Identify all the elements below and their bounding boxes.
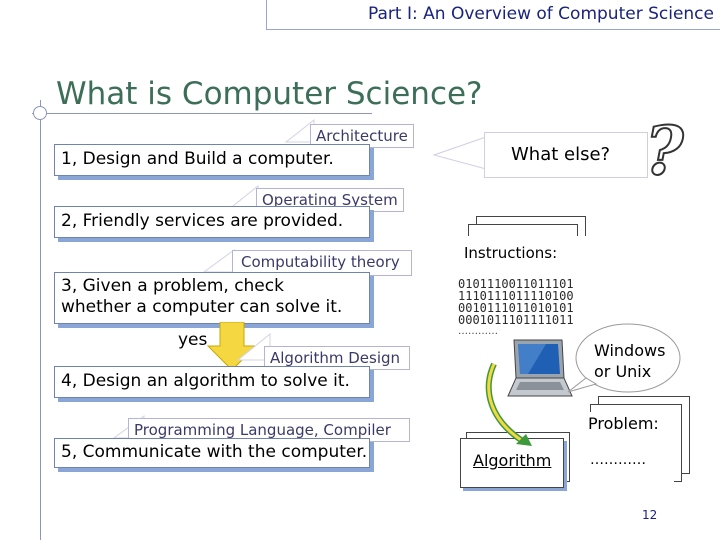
question-mark-icon: ? <box>644 112 685 190</box>
item-communicate: 5, Communicate with the computer. <box>54 438 370 468</box>
item-design-build: 1, Design and Build a computer. <box>54 144 370 176</box>
slide-header: Part I: An Overview of Computer Science <box>0 0 720 30</box>
callout-pointer <box>432 136 487 170</box>
instructions-label: Instructions: <box>464 244 558 262</box>
decorative-vertical-line <box>40 100 41 540</box>
item-computability-line1: 3, Given a problem, check <box>61 276 284 296</box>
decorative-horizontal-line <box>32 113 372 114</box>
header-divider <box>266 0 267 30</box>
binary-line-3: 0010111011010101 <box>458 301 574 315</box>
page-number: 12 <box>642 508 658 522</box>
what-else-callout: What else? <box>484 132 648 178</box>
curved-arrow-icon <box>485 362 532 446</box>
os-label-line1: Windows <box>594 341 666 360</box>
problem-doc: Problem: ………… <box>582 412 674 484</box>
os-label-line2: or Unix <box>594 362 652 381</box>
item-computability-line2: whether a computer can solve it. <box>61 297 343 317</box>
binary-line-2: 1110111011110100 <box>458 289 574 303</box>
header-rule <box>266 29 720 30</box>
slide-title: What is Computer Science? <box>56 76 483 112</box>
item-friendly-services: 2, Friendly services are provided. <box>54 206 370 238</box>
binary-line-1: 0101110011011101 <box>458 277 574 291</box>
problem-ellipsis: ………… <box>590 452 646 468</box>
instructions-ellipsis: ………… <box>458 326 498 337</box>
decorative-circle <box>33 106 47 120</box>
os-label: Windows or Unix <box>594 340 665 382</box>
item-computability: 3, Given a problem, check whether a comp… <box>54 272 370 324</box>
os-cloud <box>567 323 681 393</box>
problem-label: Problem: <box>588 414 659 433</box>
laptop-icon <box>507 339 573 397</box>
section-title: Part I: An Overview of Computer Science <box>368 4 714 24</box>
binary-line-4: 0001011101111011 <box>458 313 574 327</box>
yes-label: yes <box>178 330 208 350</box>
algorithm-label: Algorithm <box>473 451 552 470</box>
algorithm-doc: Algorithm <box>460 438 564 488</box>
item-design-algorithm: 4, Design an algorithm to solve it. <box>54 366 370 398</box>
